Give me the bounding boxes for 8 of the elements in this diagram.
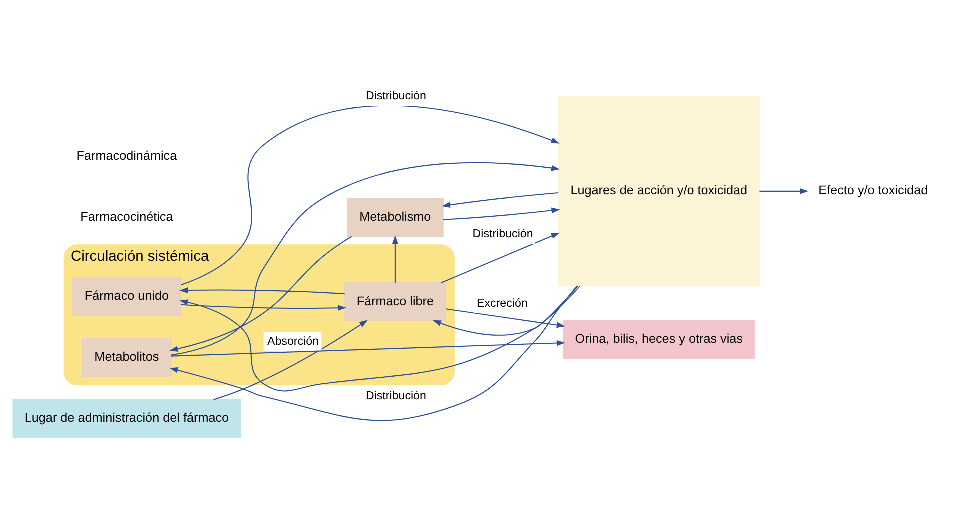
- label: Farmacodinámica: [76, 148, 178, 162]
- edge-label: Distribución: [472, 228, 534, 240]
- edge-label: Absorción: [268, 335, 320, 348]
- edge-label: Distribución: [366, 390, 426, 402]
- node-text: Efecto y/o toxicidad: [818, 183, 928, 198]
- label: Farmacocinética: [80, 210, 174, 224]
- edge-label: Excreción: [477, 298, 528, 310]
- edge-label: Distribución: [366, 90, 426, 102]
